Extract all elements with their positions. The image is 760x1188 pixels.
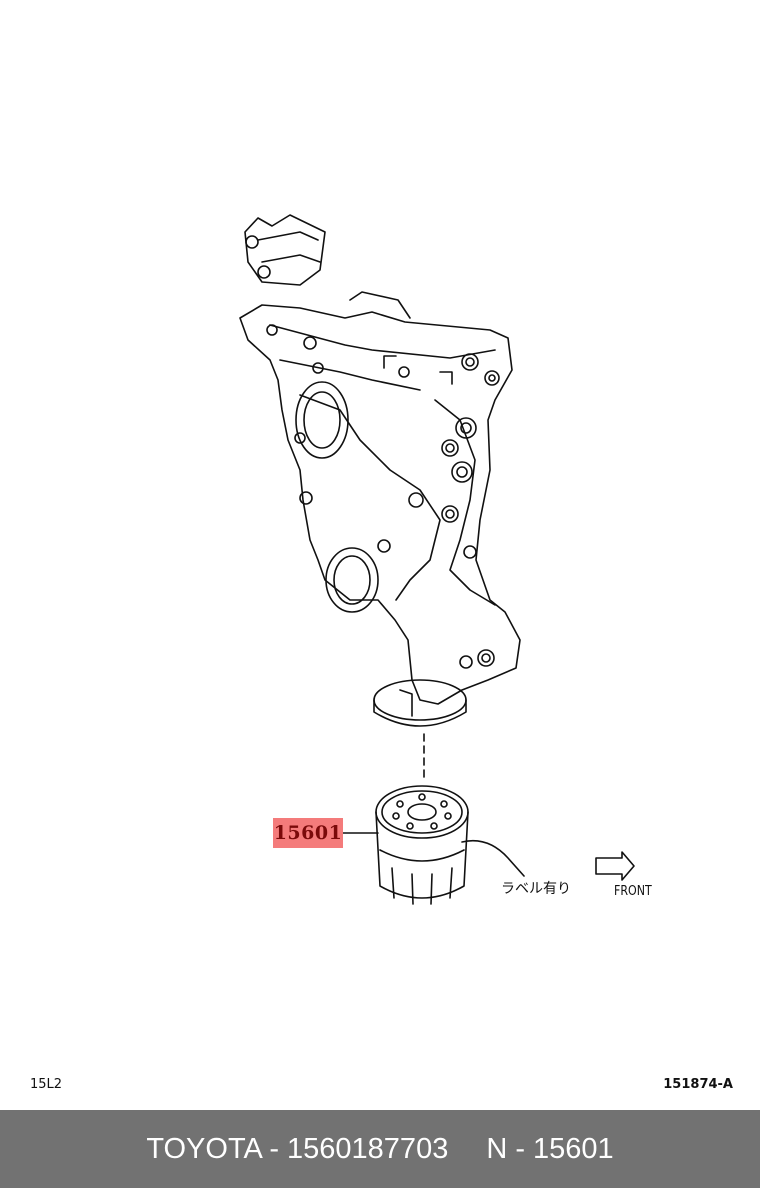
diagram-code-left: 15L2: [30, 1077, 63, 1092]
oil-filter-drawing: [342, 785, 525, 905]
footer-bar: TOYOTA - 1560187703 N - 15601: [0, 1110, 760, 1188]
reference-number: N - 15601: [486, 1132, 614, 1165]
label-present-note: ラベル有り: [501, 881, 571, 897]
front-direction-label: FRONT: [614, 884, 652, 899]
parts-diagram: [239, 214, 635, 905]
part-number-callout[interactable]: 15601: [273, 818, 343, 848]
timing-cover-housing: [239, 214, 521, 727]
brand-part-number: TOYOTA - 1560187703: [146, 1132, 449, 1165]
diagram-code-right: 151874-A: [663, 1077, 733, 1092]
front-arrow-shape: [595, 851, 635, 881]
